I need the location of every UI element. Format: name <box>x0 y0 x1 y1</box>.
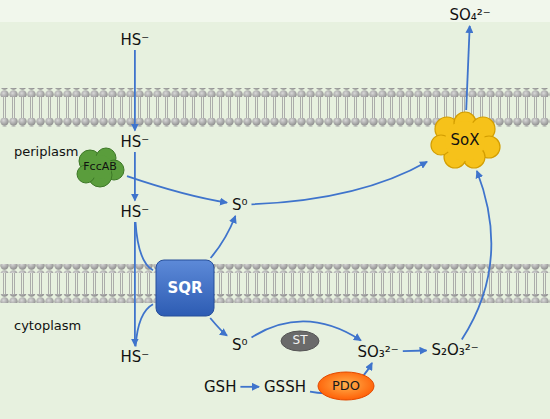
compound-node: HS⁻ <box>118 203 153 222</box>
enzyme-label: SQR <box>167 280 202 297</box>
enzyme-label: ST <box>293 334 308 347</box>
enzyme-node: PDO <box>317 371 375 401</box>
compound-node: SO₄²⁻ <box>447 6 494 25</box>
compound-label: S⁰ <box>229 196 251 215</box>
pathway-arrow <box>136 222 154 270</box>
compound-label: S₂O₃²⁻ <box>429 341 482 360</box>
enzyme-node: ST <box>280 330 320 352</box>
compartment-label: periplasm <box>14 144 78 159</box>
pathway-arrow <box>466 26 470 110</box>
pathway-arrow <box>210 318 227 336</box>
pathway-arrow <box>462 171 492 340</box>
compound-label: HS⁻ <box>118 203 153 222</box>
compartment-label: cytoplasm <box>14 318 81 333</box>
pathway-arrow <box>127 176 227 203</box>
pathway-arrow <box>403 350 427 352</box>
pathway-arrow <box>134 50 136 131</box>
enzyme-label: SoX <box>451 132 480 149</box>
compound-node: GSSH <box>261 378 309 397</box>
enzyme-label: PDO <box>332 379 360 393</box>
enzyme-node: SoX <box>429 111 501 169</box>
pathway-arrow <box>211 216 236 258</box>
compound-node: S⁰ <box>229 336 251 355</box>
compound-label: HS⁻ <box>118 348 153 367</box>
compound-node: GSH <box>201 378 239 397</box>
enzyme-node: FccAB <box>74 146 126 188</box>
pathway-arrow <box>252 162 428 205</box>
inner-membrane <box>0 264 550 303</box>
compound-label: SO₄²⁻ <box>447 6 494 25</box>
compound-label: HS⁻ <box>118 31 153 50</box>
compound-label: S⁰ <box>229 336 251 355</box>
pathway-arrow <box>134 222 136 346</box>
enzyme-node: SQR <box>155 259 215 317</box>
compound-node: S₂O₃²⁻ <box>429 341 482 360</box>
pathway-arrow <box>136 304 153 346</box>
compound-label: HS⁻ <box>118 133 153 152</box>
compound-node: SO₃²⁻ <box>355 343 402 362</box>
pathway-arrow <box>240 386 259 388</box>
pathway-arrow <box>134 152 136 201</box>
compound-node: S⁰ <box>229 196 251 215</box>
enzyme-label: FccAB <box>83 161 117 173</box>
compound-node: HS⁻ <box>118 31 153 50</box>
compound-label: GSH <box>201 378 239 397</box>
compound-node: HS⁻ <box>118 133 153 152</box>
compound-label: GSSH <box>261 378 309 397</box>
compound-label: SO₃²⁻ <box>355 343 402 362</box>
compound-node: HS⁻ <box>118 348 153 367</box>
